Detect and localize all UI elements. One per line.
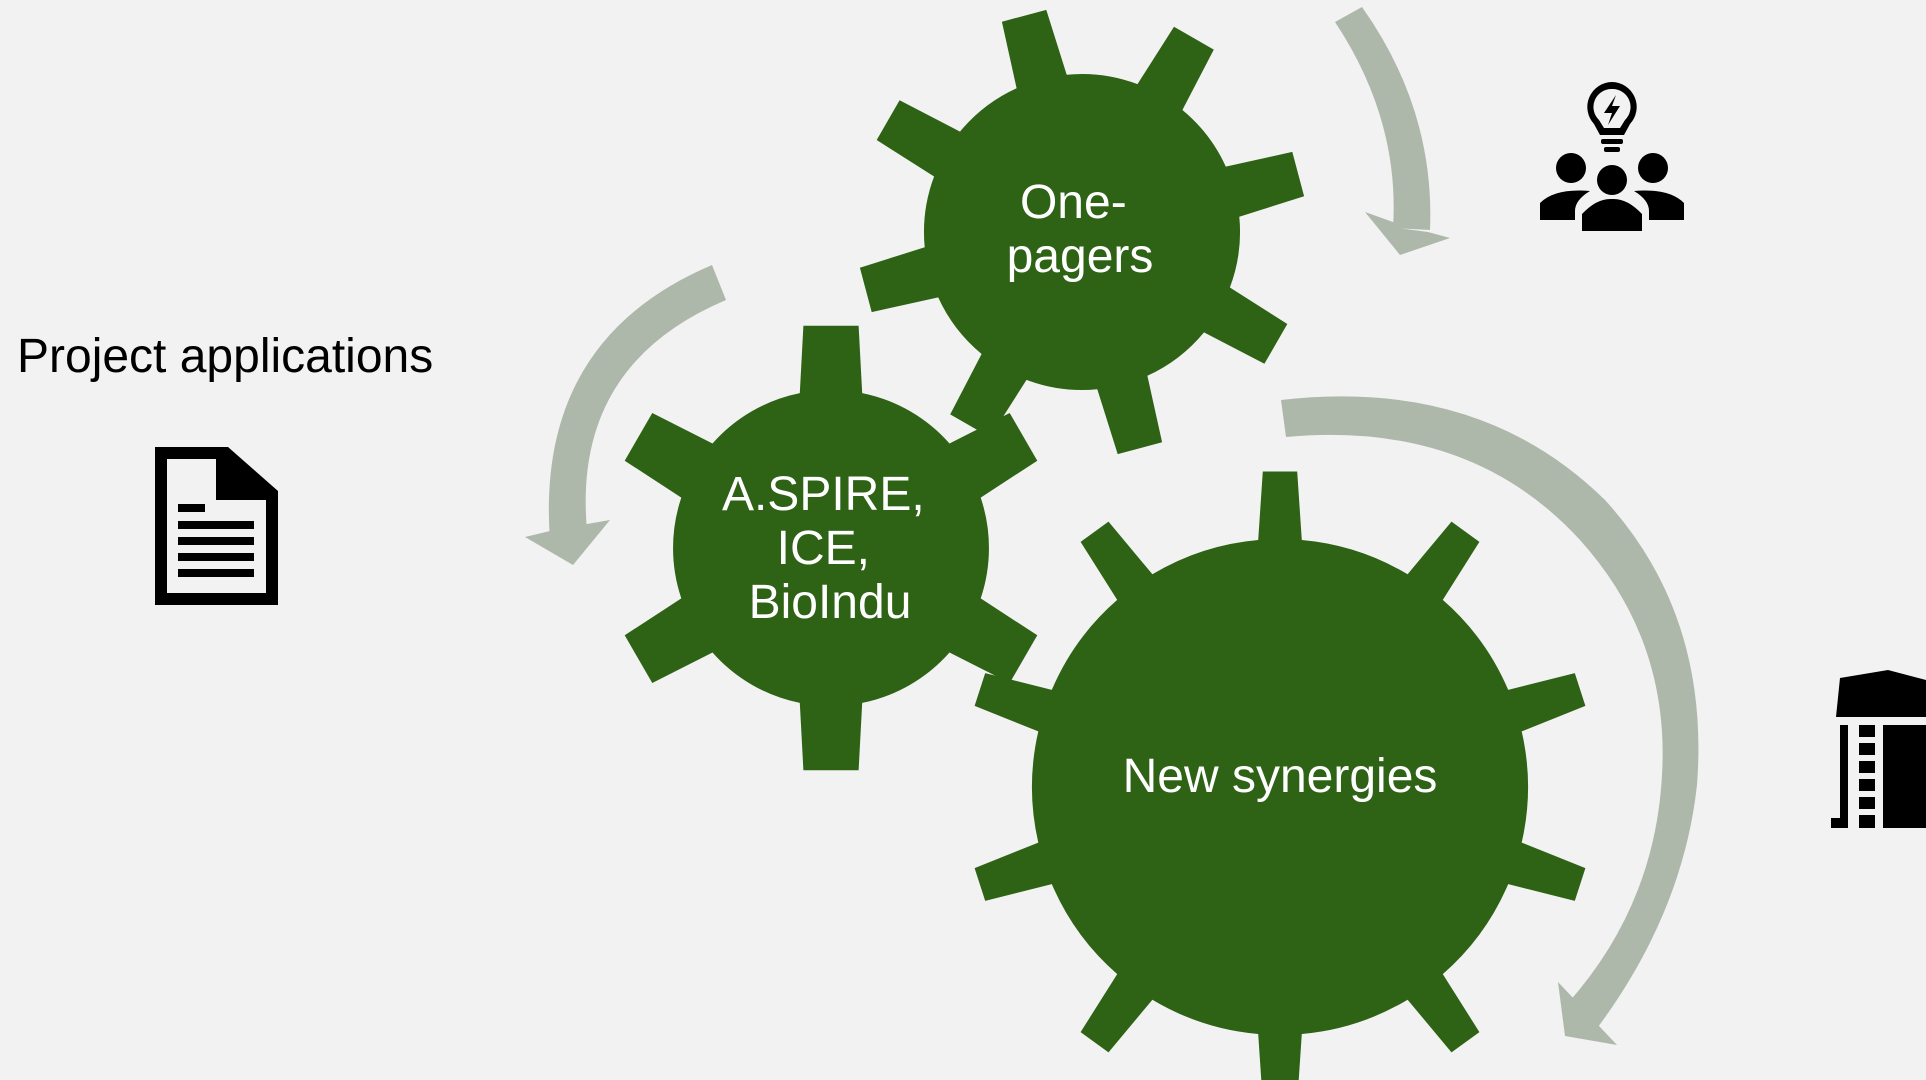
lightning-bolt	[1604, 95, 1620, 125]
document-icon-fold	[228, 459, 264, 490]
gear-new-synergies-label: New synergies	[1123, 750, 1438, 803]
arrow-left-head	[525, 520, 610, 565]
person-center-head	[1597, 165, 1627, 195]
building-window-6	[1859, 815, 1875, 828]
project-applications-label: Project applications	[17, 330, 433, 383]
document-icon-line-3	[178, 537, 254, 545]
document-icon-line-5	[178, 569, 254, 577]
building-window-4	[1859, 779, 1875, 791]
arrow-right-large-head	[1558, 982, 1617, 1045]
lightbulb-base-1	[1601, 139, 1623, 144]
building-right-block	[1883, 725, 1926, 828]
document-icon-line-1	[178, 504, 205, 512]
person-right-body	[1634, 190, 1684, 220]
building-roof	[1836, 670, 1926, 717]
person-left-body	[1540, 190, 1590, 220]
document-icon	[155, 447, 278, 605]
gear-initiatives-line-2: ICE,	[777, 522, 870, 575]
building-window-1	[1859, 725, 1875, 737]
document-icon-line-2	[178, 521, 254, 529]
person-left-head	[1556, 153, 1586, 183]
person-center-body	[1582, 198, 1642, 231]
gear-new-synergies: New synergies	[974, 471, 1586, 1080]
gear-initiatives-shape	[624, 325, 1038, 771]
gear-one-pagers-line-1: One-	[1020, 176, 1127, 229]
gear-one-pagers-shape	[859, 9, 1305, 455]
building-window-5	[1859, 797, 1875, 809]
document-icon-line-4	[178, 553, 254, 561]
gear-initiatives-label: A.SPIRE, ICE, BioIndu	[722, 468, 938, 629]
gear-one-pagers-line-2: pagers	[1007, 230, 1154, 283]
gear-one-pagers-label: One- pagers	[1007, 176, 1154, 283]
building-icon	[1831, 670, 1926, 828]
building-window-2	[1859, 743, 1875, 755]
arrow-left	[525, 265, 726, 565]
building-base-left	[1831, 818, 1848, 828]
arrow-right-large-body	[1281, 396, 1699, 1027]
gear-new-synergies-line-1: New synergies	[1123, 750, 1438, 803]
gear-initiatives-line-3: BioIndu	[749, 576, 912, 629]
building-window-3	[1859, 761, 1875, 773]
arrow-left-body	[548, 265, 726, 540]
arrow-top-right	[1335, 7, 1450, 255]
gear-initiatives: A.SPIRE, ICE, BioIndu	[624, 325, 1038, 771]
gear-initiatives-line-1: A.SPIRE,	[722, 468, 925, 521]
building-left-pillar	[1840, 725, 1848, 828]
person-right-head	[1638, 153, 1668, 183]
lightbulb-base-2	[1604, 147, 1620, 152]
gear-new-synergies-shape	[974, 471, 1586, 1080]
arrow-right-large	[1281, 396, 1699, 1045]
lightbulb-icon	[1587, 82, 1637, 135]
lightbulb-team-icon	[1540, 82, 1684, 231]
gear-one-pagers: One- pagers	[859, 9, 1305, 455]
arrow-top-right-body	[1335, 7, 1431, 230]
arrow-top-right-head	[1365, 212, 1450, 255]
